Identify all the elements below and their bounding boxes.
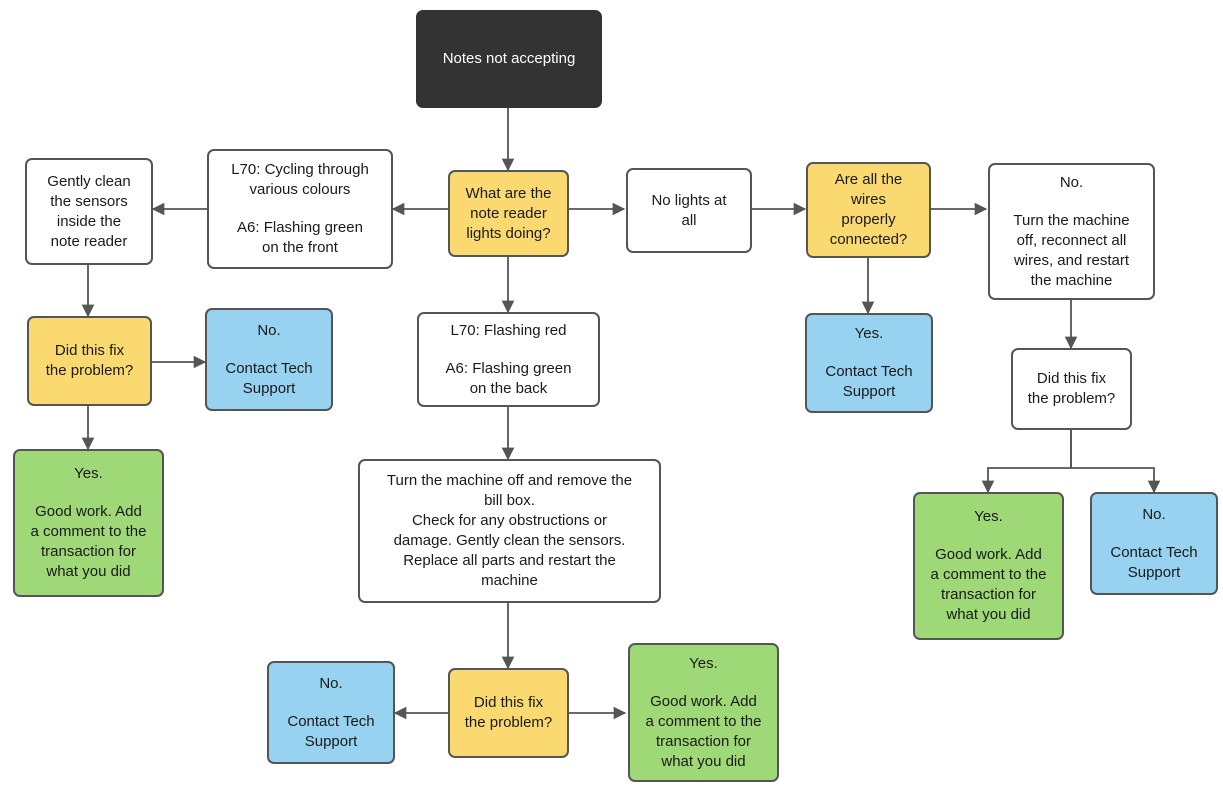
node-flashing-red[interactable]: L70: Flashing red A6: Flashing green on … xyxy=(417,312,600,407)
node-left-no[interactable]: No. Contact Tech Support xyxy=(205,308,333,411)
node-mid-yes-line2: Good work. Add a comment to the transact… xyxy=(645,692,762,770)
node-no-lights-label: No lights at all xyxy=(651,191,727,229)
node-billbox-instructions-label: Turn the machine off and remove the bill… xyxy=(386,472,633,589)
node-fix-right-question[interactable]: Did this fix the problem? xyxy=(1011,348,1132,430)
node-mid-no-line2: Contact Tech Support xyxy=(287,712,375,750)
node-flashing-red-line2: A6: Flashing green on the back xyxy=(445,359,572,397)
node-billbox-instructions[interactable]: Turn the machine off and remove the bill… xyxy=(358,459,661,603)
node-mid-no-line1: No. xyxy=(319,674,343,692)
node-clean-sensors-label: Gently clean the sensors inside the note… xyxy=(47,172,131,250)
node-fix-mid-question[interactable]: Did this fix the problem? xyxy=(448,668,569,758)
node-no-lights[interactable]: No lights at all xyxy=(626,168,752,253)
node-right-yes[interactable]: Yes. Good work. Add a comment to the tra… xyxy=(913,492,1064,640)
node-mid-yes-line1: Yes. xyxy=(689,654,718,672)
node-left-yes[interactable]: Yes. Good work. Add a comment to the tra… xyxy=(13,449,164,597)
node-clean-sensors[interactable]: Gently clean the sensors inside the note… xyxy=(25,158,153,265)
node-fix-left-question-label: Did this fix the problem? xyxy=(45,342,134,379)
node-right-no-line1: No. xyxy=(1142,505,1166,523)
node-wires-yes-line1: Yes. xyxy=(854,325,884,342)
node-wires-question-label: Are all the wires properly connected? xyxy=(829,171,908,248)
node-mid-yes[interactable]: Yes. Good work. Add a comment to the tra… xyxy=(628,643,779,782)
node-right-no[interactable]: No. Contact Tech Support xyxy=(1090,492,1218,595)
node-fix-mid-question-label: Did this fix the problem? xyxy=(464,694,553,731)
node-cycling-colours-line2: A6: Flashing green on the front xyxy=(237,219,363,256)
node-left-no-line1: No. xyxy=(257,321,281,339)
node-lights-question-label: What are the note reader lights doing? xyxy=(465,184,552,242)
node-flashing-red-line1: L70: Flashing red xyxy=(450,321,567,339)
node-left-no-line2: Contact Tech Support xyxy=(225,359,313,397)
node-wires-no[interactable]: No. Turn the machine off, reconnect all … xyxy=(988,163,1155,300)
node-fix-left-question[interactable]: Did this fix the problem? xyxy=(27,316,152,406)
edge-fixright-to-yes xyxy=(981,430,1072,494)
node-wires-yes[interactable]: Yes. Contact Tech Support xyxy=(805,313,933,413)
node-fix-right-question-label: Did this fix the problem? xyxy=(1027,370,1116,407)
node-right-yes-line2: Good work. Add a comment to the transact… xyxy=(930,546,1047,623)
node-left-yes-line2: Good work. Add a comment to the transact… xyxy=(30,503,147,580)
node-start-label: Notes not accepting xyxy=(442,50,576,67)
node-wires-yes-line2: Contact Tech Support xyxy=(825,363,913,400)
node-start[interactable]: Notes not accepting xyxy=(416,10,602,108)
node-wires-question[interactable]: Are all the wires properly connected? xyxy=(806,162,931,258)
node-mid-no[interactable]: No. Contact Tech Support xyxy=(267,661,395,764)
node-wires-no-line2: Turn the machine off, reconnect all wire… xyxy=(1013,211,1130,289)
node-right-no-line2: Contact Tech Support xyxy=(1110,543,1198,581)
node-right-yes-line1: Yes. xyxy=(974,508,1003,525)
node-lights-question[interactable]: What are the note reader lights doing? xyxy=(448,170,569,257)
node-wires-no-line1: No. xyxy=(1059,173,1084,191)
node-cycling-colours[interactable]: L70: Cycling through various colours A6:… xyxy=(207,149,393,269)
node-cycling-colours-line1: L70: Cycling through various colours xyxy=(231,161,369,198)
node-left-yes-line1: Yes. xyxy=(74,465,103,482)
edge-fixright-to-no xyxy=(1070,430,1161,494)
